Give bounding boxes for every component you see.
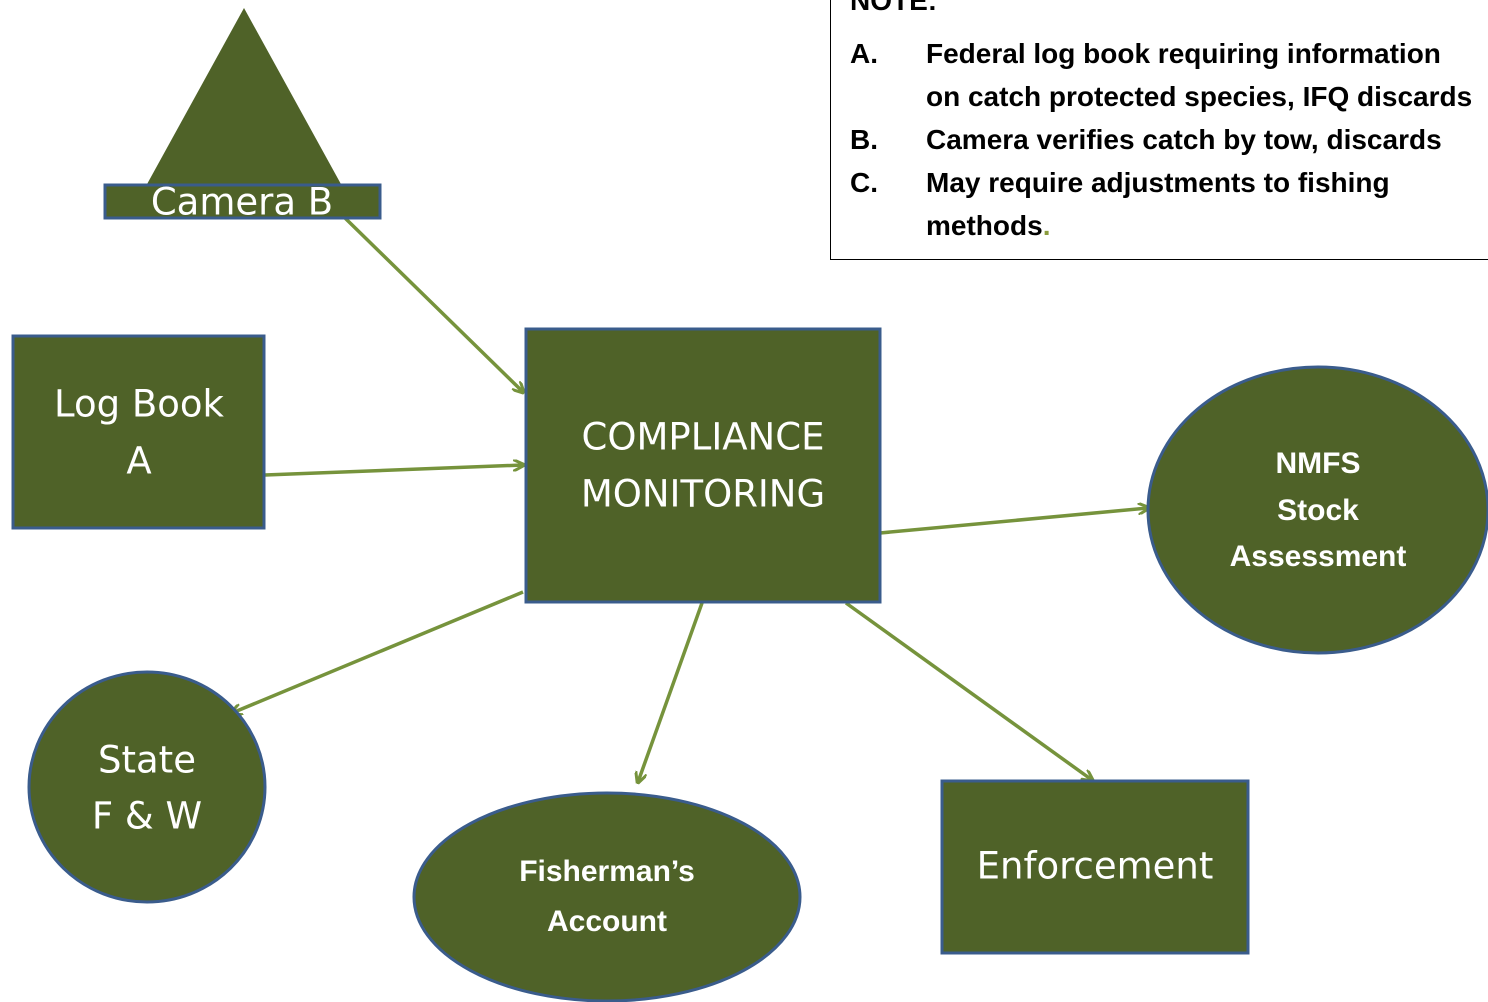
nmfs-ellipse <box>1146 365 1488 655</box>
note-box: NOTE: A. Federal log book requiring infor… <box>830 0 1488 260</box>
logbook-label-line1: Log Book <box>54 383 225 426</box>
note-item-c: C. May require adjustments to fishing <box>850 162 1390 204</box>
camera-label: Camera B <box>151 181 333 224</box>
state-node: State F & W <box>27 670 267 904</box>
fisherman-label-line1: Fisherman’s <box>519 855 695 888</box>
logbook-node: Log Book A <box>11 334 266 530</box>
state-circle <box>27 670 267 904</box>
camera-node: Camera B <box>103 8 382 224</box>
fisherman-label-line2: Account <box>547 905 667 938</box>
nmfs-label-line3: Assessment <box>1230 540 1407 573</box>
fisherman-node: Fisherman’s Account <box>412 791 802 1002</box>
arrow-camera-to-compliance <box>343 216 523 392</box>
enforcement-box <box>940 779 1250 955</box>
arrow-compliance-to-state <box>232 590 524 713</box>
note-item-c-continuation-wrap: methods. <box>926 205 1050 247</box>
note-item-c-period: . <box>1042 210 1051 241</box>
note-item-b-letter: B. <box>850 124 878 155</box>
state-label-line2: F & W <box>92 795 202 838</box>
arrow-compliance-to-enforcement <box>844 601 1092 780</box>
enforcement-label: Enforcement <box>977 845 1214 888</box>
connectors <box>232 216 1148 782</box>
note-item-a-continuation: on catch protected species, IFQ discards <box>926 81 1473 112</box>
logbook-box <box>11 334 266 530</box>
nmfs-node: NMFS Stock Assessment <box>1146 365 1488 655</box>
compliance-node: COMPLIANCE MONITORING <box>524 327 882 604</box>
enforcement-node: Enforcement <box>940 779 1250 955</box>
fisherman-ellipse <box>412 791 802 1002</box>
note-title: NOTE: <box>850 0 938 16</box>
note-item-b: B. Camera verifies catch by tow, discards <box>850 119 1442 161</box>
note-item-b-text: Camera verifies catch by tow, discards <box>926 124 1442 155</box>
note-item-a-text: Federal log book requiring information <box>926 38 1441 69</box>
compliance-label-line1: COMPLIANCE <box>582 416 825 459</box>
note-item-a-letter: A. <box>850 38 878 69</box>
camera-label-box <box>103 183 382 220</box>
note-item-c-continuation: methods <box>926 210 1043 241</box>
note-item-c-letter: C. <box>850 167 878 198</box>
camera-triangle-shape <box>146 8 342 186</box>
compliance-box <box>524 327 882 604</box>
arrow-compliance-to-nmfs <box>879 508 1148 535</box>
arrow-logbook-to-compliance <box>264 465 523 477</box>
note-item-c-text: May require adjustments to fishing <box>926 167 1390 198</box>
note-item-a: A. Federal log book requiring information <box>850 33 1441 75</box>
state-label-line1: State <box>98 739 196 782</box>
logbook-label-line2: A <box>126 440 151 483</box>
nmfs-label-line1: NMFS <box>1276 447 1361 480</box>
nmfs-label-line2: Stock <box>1277 494 1359 527</box>
compliance-label-line2: MONITORING <box>581 473 825 516</box>
arrow-compliance-to-fisherman <box>638 602 704 782</box>
